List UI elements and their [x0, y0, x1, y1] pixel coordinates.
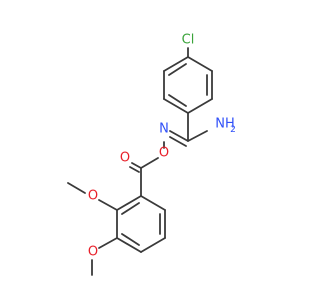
chemical-structure: Cl NH 2 N O O O O — [67, 33, 236, 276]
amine-label: NH — [215, 117, 235, 132]
methoxy-oxygen-2-label: O — [88, 245, 98, 260]
oxime-oxygen-label: O — [159, 146, 169, 161]
amine-h-count: 2 — [230, 125, 236, 135]
chlorophenyl-ring — [163, 56, 213, 114]
imine-nitrogen-label: N — [159, 122, 169, 137]
bond — [140, 237, 166, 253]
bond — [116, 195, 142, 211]
bond — [163, 98, 189, 114]
c-n-double-bond — [169, 130, 189, 142]
carbonyl-oxygen-label: O — [120, 151, 130, 166]
o-methyl-bond — [67, 182, 86, 194]
dimethoxyphenyl-ring — [116, 195, 166, 253]
double-bond-inner — [168, 94, 187, 107]
c-nh2-bond — [187, 130, 208, 142]
bond — [187, 56, 213, 72]
c-n-double-bond — [169, 136, 187, 147]
bond — [163, 56, 189, 72]
ring-o-bond — [98, 237, 118, 249]
chlorine-label: Cl — [182, 33, 195, 48]
carbonyl-double-bond — [129, 166, 140, 173]
double-bond-inner — [121, 202, 140, 215]
double-bond-inner — [121, 233, 140, 246]
methoxy-oxygen-1-label: O — [88, 189, 98, 204]
bond — [140, 195, 166, 211]
double-bond-inner — [168, 63, 187, 76]
ring-o-bond — [98, 199, 118, 211]
carbonyl-double-bond — [131, 162, 142, 169]
bond — [187, 98, 213, 114]
bond — [116, 237, 142, 253]
o-carbonyl-bond — [140, 157, 159, 169]
